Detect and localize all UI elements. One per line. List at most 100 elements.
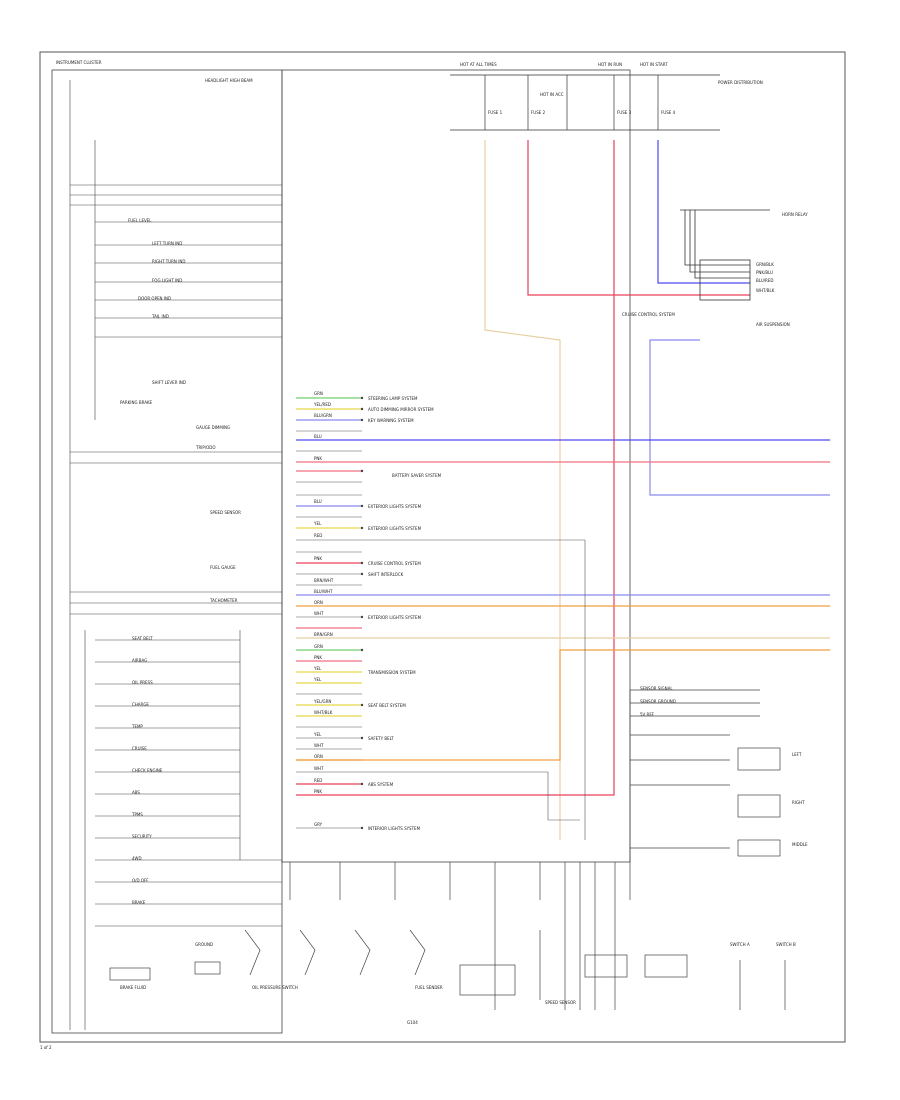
- left-mid-label-2: TRIP/ODO: [196, 445, 216, 450]
- wire-color-16: PNK: [314, 655, 323, 660]
- power-bus: [450, 74, 720, 131]
- left-mid-label-1: GAUGE DIMMING: [196, 425, 231, 430]
- left-indicator-14: TEMP: [132, 724, 143, 729]
- wire-color-10: BRN/WHT: [314, 578, 334, 583]
- bottom-right-label-2: SWITCH B: [776, 942, 796, 947]
- left-block-title: INSTRUMENT CLUSTER: [56, 60, 102, 65]
- fuse-label-1: HOT AT ALL TIMES: [460, 62, 497, 67]
- wire-color-26: PNK: [314, 789, 323, 794]
- left-mid-label-4: FUEL GAUGE: [210, 565, 236, 570]
- bottom-label-3: OIL PRESSURE SWITCH: [252, 985, 298, 990]
- right-connector-label-3: BLU/RED: [756, 278, 774, 283]
- center-label-13: ABS SYSTEM: [368, 782, 394, 787]
- wire-color-23: ORN: [314, 754, 323, 759]
- fuse-label-3: HOT IN START: [640, 62, 668, 67]
- bottom-label-5: GROUND: [195, 942, 214, 947]
- bottom-label-2: SPEED SENSOR: [545, 1000, 576, 1005]
- right-lower-label-4: LEFT: [792, 752, 802, 757]
- left-indicator-21: O/D OFF: [132, 878, 149, 883]
- left-indicator-7: TAIL IND: [152, 314, 169, 319]
- wire-color-7: YEL: [314, 521, 322, 526]
- left-mid-label-3: SPEED SENSOR: [210, 510, 241, 515]
- left-indicator-20: 4WD: [132, 856, 142, 861]
- wire-color-6: BLU: [314, 499, 322, 504]
- wire-color-20: WHT/BLK: [314, 710, 333, 715]
- bottom-components: [109, 862, 786, 1010]
- wire-color-8: RED: [314, 533, 323, 538]
- left-indicator-8: SHIFT LEVER IND: [152, 380, 186, 385]
- center-label-3: KEY WARNING SYSTEM: [368, 418, 414, 423]
- center-wire-stubs: [296, 397, 362, 785]
- top-ground-note: POWER DISTRIBUTION: [718, 80, 763, 85]
- wire-color-19: YEL/GRN: [314, 699, 332, 704]
- page-number: 1 of 2: [40, 1045, 52, 1050]
- left-indicator-2: FUEL LEVEL: [128, 218, 152, 223]
- wire-color-18: YEL: [314, 677, 322, 682]
- left-indicator-18: TPMS: [132, 812, 143, 817]
- left-indicator-10: SEAT BELT: [132, 636, 153, 641]
- left-indicator-16: CHECK ENGINE: [132, 768, 163, 773]
- left-indicator-4: RIGHT TURN IND: [152, 259, 186, 264]
- center-label-7: CRUISE CONTROL SYSTEM: [368, 561, 421, 566]
- right-lower-label-3: 5V REF: [640, 712, 655, 717]
- center-label-14: INTERIOR LIGHTS SYSTEM: [368, 826, 421, 831]
- right-lower-label-5: RIGHT: [792, 800, 805, 805]
- left-cluster-wires: [69, 80, 282, 1030]
- bottom-label-1: BRAKE FLUID: [120, 985, 147, 990]
- left-indicator-12: OIL PRESS: [132, 680, 153, 685]
- right-lower-components: [629, 689, 781, 900]
- connector-pins: [360, 396, 364, 830]
- left-indicator-13: CHARGE: [132, 702, 149, 707]
- fuse-label-4: HOT IN ACC: [540, 92, 564, 97]
- left-indicator-11: AIRBAG: [132, 658, 148, 663]
- wire-color-3: BLU/GRN: [314, 413, 332, 418]
- center-label-1: STEERING LAMP SYSTEM: [368, 396, 418, 401]
- wire-color-2: YEL/RED: [314, 402, 331, 407]
- fuse-name-2: FUSE 2: [531, 110, 546, 115]
- center-label-12: SAFETY BELT: [368, 736, 394, 741]
- wire-color-11: BLU/WHT: [314, 589, 333, 594]
- right-mid-label-1: CRUISE CONTROL SYSTEM: [622, 312, 675, 317]
- left-indicator-6: DOOR OPEN IND: [138, 296, 172, 301]
- right-lower-label-1: SENSOR SIGNAL: [640, 686, 673, 691]
- left-indicator-1: HEADLIGHT HIGH BEAM: [205, 78, 253, 83]
- right-lower-label-2: SENSOR GROUND: [640, 699, 676, 704]
- center-label-4: BATTERY SAVER SYSTEM: [392, 473, 442, 478]
- wire-color-15: GRN: [314, 644, 323, 649]
- wire-color-17: YEL: [314, 666, 322, 671]
- left-indicator-5: FOG LIGHT IND: [152, 278, 183, 283]
- center-label-11: SEAT BELT SYSTEM: [368, 703, 406, 708]
- center-label-9: EXTERIOR LIGHTS SYSTEM: [368, 615, 422, 620]
- left-indicator-17: ABS: [132, 790, 140, 795]
- wire-color-5: PNK: [314, 456, 323, 461]
- wire-color-22: WHT: [314, 743, 324, 748]
- right-connector-bundle: [680, 209, 770, 301]
- bottom-right-label-1: SWITCH A: [730, 942, 750, 947]
- fuse-name-3: FUSE 3: [617, 110, 632, 115]
- wire-color-24: WHT: [314, 766, 324, 771]
- wire-color-4: BLU: [314, 434, 322, 439]
- left-indicator-9: PARKING BRAKE: [120, 400, 153, 405]
- right-connector-label-1: GRN/BLK: [756, 262, 774, 267]
- right-mid-label-2: AIR SUSPENSION: [756, 322, 790, 327]
- bottom-ref: G104: [407, 1020, 418, 1025]
- wire-color-27: GRY: [314, 822, 323, 827]
- instrument-cluster-box: [51, 69, 283, 1034]
- center-label-5: EXTERIOR LIGHTS SYSTEM: [368, 504, 422, 509]
- bottom-label-4: FUEL SENDER: [415, 985, 443, 990]
- wire-color-21: YEL: [314, 732, 322, 737]
- left-indicator-3: LEFT TURN IND: [152, 241, 183, 246]
- wire-color-1: GRN: [314, 391, 323, 396]
- center-label-2: AUTO DIMMING MIRROR SYSTEM: [368, 407, 434, 412]
- wire-color-12: ORN: [314, 600, 323, 605]
- left-indicator-15: CRUISE: [132, 746, 147, 751]
- center-label-8: SHIFT INTERLOCK: [368, 572, 404, 577]
- right-connector-label-2: PNK/BLU: [756, 270, 774, 275]
- left-indicator-19: SECURITY: [132, 834, 152, 839]
- wire-color-14: BRN/GRN: [314, 632, 333, 637]
- right-lower-label-6: MIDDLE: [792, 842, 808, 847]
- wire-color-13: WHT: [314, 611, 324, 616]
- wire-color-25: RED: [314, 778, 323, 783]
- left-mid-label-5: TACHOMETER: [210, 598, 238, 603]
